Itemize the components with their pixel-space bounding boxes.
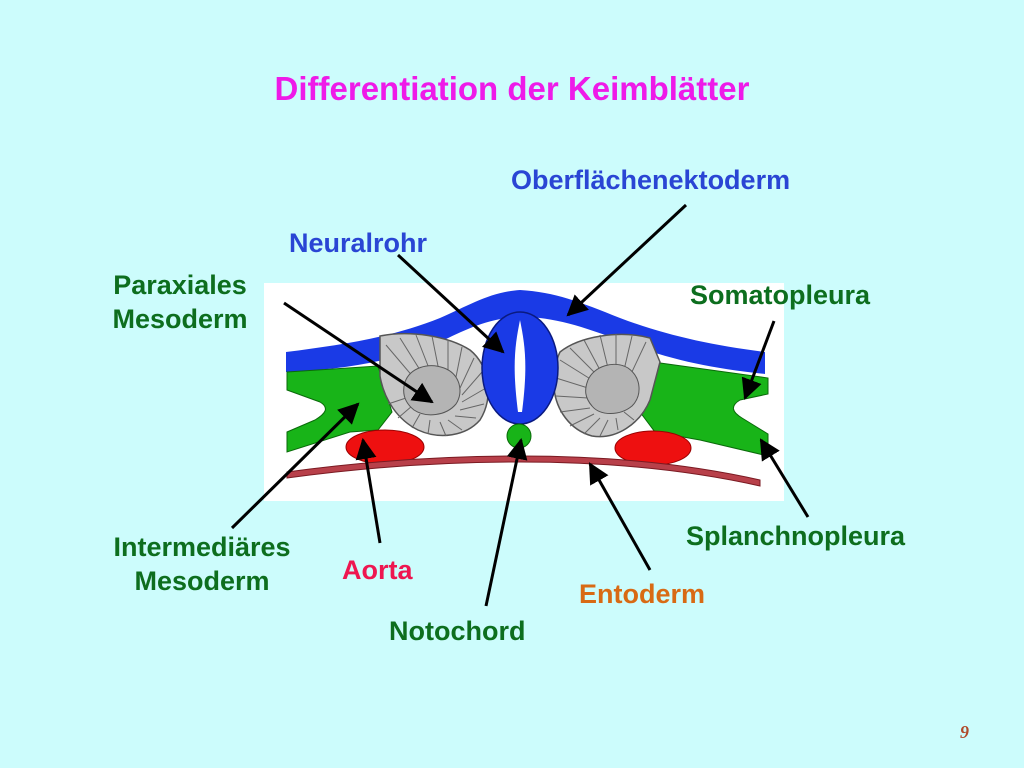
label-intermediaeres-mesoderm: Intermediäres Mesoderm <box>86 530 318 598</box>
right-mesoderm <box>639 361 769 457</box>
label-intermediaeres-line1: Intermediäres <box>113 532 291 562</box>
label-neuralrohr: Neuralrohr <box>289 228 428 258</box>
right-somite-core <box>585 364 640 414</box>
label-aorta: Aorta <box>342 555 413 585</box>
label-paraxiales-line2: Mesoderm <box>112 304 248 334</box>
arrow-paraxiales <box>283 301 434 404</box>
label-entoderm: Entoderm <box>579 579 706 609</box>
neural-canal <box>514 320 526 412</box>
slide-title: Differentiation der Keimblätter <box>274 70 750 107</box>
arrow-oberflaechenektoderm <box>566 203 688 317</box>
right-somite-myotome-lines <box>555 334 647 437</box>
pointer-arrows <box>230 203 810 607</box>
label-intermediaeres-line2: Mesoderm <box>134 566 270 596</box>
arrow-entoderm <box>588 462 652 571</box>
label-oberflaechenektoderm: Oberflächenektoderm <box>511 165 791 195</box>
left-aorta <box>345 429 425 465</box>
label-splanchnopleura: Splanchnopleura <box>686 521 906 551</box>
arrow-splanchnopleura <box>759 438 810 518</box>
page-number: 9 <box>960 722 969 742</box>
label-paraxiales-line1: Paraxiales <box>113 270 247 300</box>
entoderm <box>286 455 761 487</box>
arrow-intermediaeres <box>230 402 360 530</box>
label-paraxiales-mesoderm: Paraxiales Mesoderm <box>92 268 268 336</box>
label-somatopleura: Somatopleura <box>690 280 871 310</box>
arrow-notochord <box>484 437 528 607</box>
label-notochord: Notochord <box>389 616 526 646</box>
arrow-aorta <box>355 437 382 544</box>
arrow-somatopleura <box>741 320 776 400</box>
arrow-neuralrohr <box>396 253 505 354</box>
